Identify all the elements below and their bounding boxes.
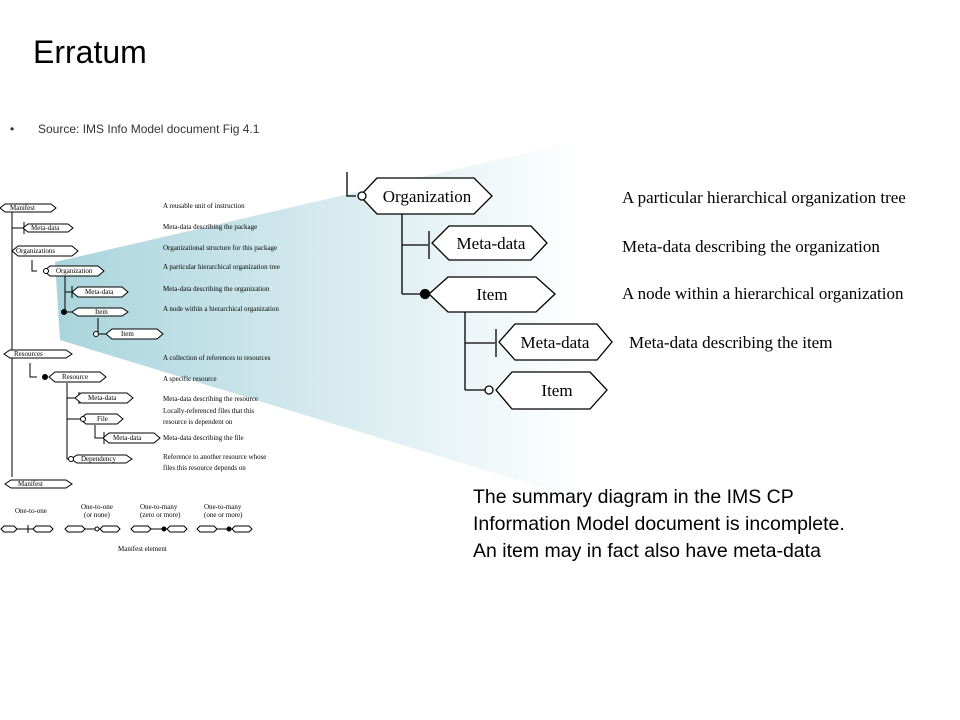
legend-one-to-many-b: (one or more) [204,511,243,519]
large-label-metadata2: Meta-data [521,333,590,352]
desc-10b: resource is dependent on [163,418,233,426]
large-label-organization: Organization [383,187,472,206]
label-organization: Organization [56,267,93,275]
zoom-projection [55,140,582,500]
desc-6: A node within a hierarchical organizatio… [163,305,279,313]
desc-11: Meta-data describing the file [163,434,244,442]
slide-title: Erratum [33,34,147,70]
source-bullet: • Source: IMS Info Model document Fig 4.1 [10,122,259,136]
label-manifest: Manifest [10,204,35,212]
bullet-dot: • [10,122,15,136]
node-manifest-shape [0,203,57,213]
desc-10a: Locally-referenced files that this [163,407,254,415]
label-manifest2: Manifest [18,480,43,488]
large-desc-metadata2: Meta-data describing the item [629,333,832,352]
small-node-shapes [0,203,164,489]
small-node-labels: Manifest Meta-data Organizations Organiz… [10,204,142,488]
legend-manifest-element: Manifest element [118,545,167,553]
summary-line-1: The summary diagram in the IMS CP [473,486,794,508]
large-desc-metadata1: Meta-data describing the organization [622,237,880,256]
large-node-labels: Organization Meta-data Item Meta-data It… [383,187,590,400]
desc-2: Meta-data describing the package [163,223,257,231]
desc-3: Organizational structure for this packag… [163,244,277,252]
desc-12a: Reference to another resource whose [163,453,266,461]
label-dependency: Dependency [81,455,116,463]
legend-one-to-many-a: One-to-many [204,503,242,511]
large-nodes [359,177,613,410]
node-metadata1-shape [22,223,74,233]
large-descriptions: A particular hierarchical organization t… [622,188,906,352]
legend-one-to-one-none-a: One-to-one [81,503,113,511]
large-item2-shape [495,371,608,410]
legend-one-to-one: One-to-one [15,507,47,515]
summary-line-3: An item may in fact also have meta-data [473,540,821,562]
label-item1: Item [95,308,108,316]
large-desc-organization: A particular hierarchical organization t… [622,188,906,207]
small-descriptions: A reusable unit of instruction Meta-data… [163,202,280,472]
desc-5: Meta-data describing the organization [163,285,270,293]
small-legend: One-to-one One-to-one (or none) One-to-m… [0,503,253,553]
large-desc-item1: A node within a hierarchical organizatio… [622,284,904,303]
legend-one-to-many-none-a: One-to-many [140,503,178,511]
desc-7: A collection of references to resources [163,354,271,362]
legend-one-to-many-none-b: (zero or more) [140,511,181,519]
label-file: File [97,415,108,423]
desc-1: A reusable unit of instruction [163,202,245,210]
source-text: Source: IMS Info Model document Fig 4.1 [38,122,260,136]
large-label-item1: Item [476,285,507,304]
large-label-metadata1: Meta-data [457,234,526,253]
label-metadata3: Meta-data [88,394,117,402]
label-metadata4: Meta-data [113,434,142,442]
large-label-item2: Item [541,381,572,400]
desc-4: A particular hierarchical organization t… [163,263,280,271]
large-connectors [357,191,494,395]
label-resource: Resource [62,373,88,381]
summary-text: The summary diagram in the IMS CP Inform… [473,484,943,565]
label-item2: Item [121,330,134,338]
small-connectors [42,268,99,462]
label-organizations: Organizations [16,247,55,255]
large-metadata2-shape [498,323,613,361]
label-metadata2: Meta-data [85,288,114,296]
label-metadata1: Meta-data [31,224,60,232]
summary-line-2: Information Model document is incomplete… [473,513,845,535]
large-metadata1-shape [431,225,548,261]
desc-12b: files this resource depends on [163,464,246,472]
desc-8: A specific resource [163,375,217,383]
desc-9: Meta-data describing the resource [163,395,258,403]
label-resources: Resources [14,350,43,358]
legend-one-to-one-none-b: (or none) [84,511,111,519]
